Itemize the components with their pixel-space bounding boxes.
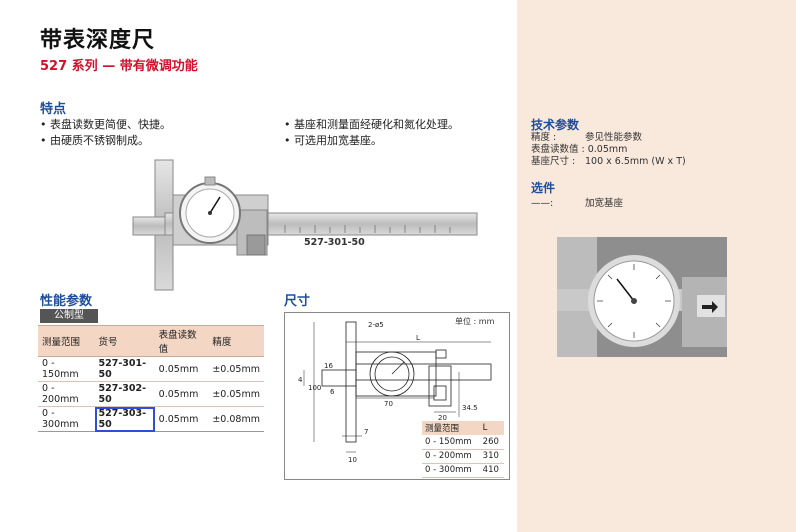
length-cell: 260 [479, 435, 504, 450]
features-left: • 表盘读数更简便、快捷。 • 由硬质不锈钢制成。 [40, 117, 171, 149]
table-row: 0 - 200mm 527-302-50 0.05mm ±0.05mm [38, 381, 264, 407]
length-cell: 410 [479, 463, 504, 478]
feature-item: • 基座和测量面经硬化和氮化处理。 [284, 118, 459, 131]
col-header: 测量范围 [422, 421, 480, 435]
performance-table: 测量范围 货号 表盘读数值 精度 0 - 150mm 527-301-50 0.… [38, 325, 264, 432]
col-header: 货号 [94, 325, 155, 357]
dial-closeup-image [557, 237, 727, 357]
dim-label: 2-ø5 [368, 321, 384, 329]
depth-gauge-image [132, 159, 478, 291]
options-dash: ——: [531, 198, 554, 209]
dim-label: L [416, 334, 420, 342]
range-cell: 0 - 150mm [422, 435, 480, 450]
tech-key: 精度 : [531, 132, 557, 143]
tech-value: 参见性能参数 [585, 132, 643, 143]
performance-heading: 性能参数 [40, 294, 93, 309]
range-cell: 0 - 300mm [422, 463, 480, 478]
code-cell[interactable]: 527-302-50 [94, 381, 155, 407]
dim-label: 10 [348, 456, 357, 464]
table-row: 0 - 150mm 260 [422, 435, 504, 450]
table-row: 0 - 300mm 410 [422, 463, 504, 478]
range-cell: 0 - 200mm [38, 381, 95, 407]
table-row: 0 - 200mm 310 [422, 449, 504, 464]
metric-tag: 公制型 [40, 309, 98, 323]
dim-label: 6 [330, 388, 335, 396]
dim-label: 7 [364, 428, 368, 436]
accuracy-cell: ±0.08mm [208, 406, 264, 432]
accuracy-cell: ±0.05mm [208, 381, 264, 407]
range-cell: 0 - 200mm [422, 449, 480, 464]
tech-row: 精度 : 参见性能参数 [531, 132, 686, 144]
reading-cell: 0.05mm [154, 406, 209, 432]
table-row: 0 - 150mm 527-301-50 0.05mm ±0.05mm [38, 356, 264, 382]
tech-key: 基座尺寸 : [531, 156, 576, 167]
col-header: 测量范围 [38, 325, 95, 357]
dim-label: 34.5 [462, 404, 478, 412]
options-heading: 选件 [531, 181, 556, 195]
options-row: ——: 加宽基座 [531, 195, 623, 209]
col-header: L [479, 421, 504, 435]
length-cell: 310 [479, 449, 504, 464]
code-cell[interactable]: 527-301-50 [94, 356, 155, 382]
dim-label: 20 [438, 414, 447, 422]
tech-value: 100 x 6.5mm (W x T) [585, 156, 686, 167]
dim-label: 100 [308, 384, 321, 392]
tech-list: 精度 : 参见性能参数 表盘读数值 : 0.05mm 基座尺寸 : 100 x 6.… [531, 132, 686, 168]
range-cell: 0 - 300mm [38, 406, 95, 432]
reading-cell: 0.05mm [154, 356, 209, 382]
dim-label: 16 [324, 362, 333, 370]
features-heading: 特点 [40, 102, 67, 117]
dimensions-heading: 尺寸 [284, 294, 311, 309]
features-right: • 基座和测量面经硬化和氮化处理。 • 可选用加宽基座。 [284, 117, 459, 149]
tech-row: 基座尺寸 : 100 x 6.5mm (W x T) [531, 156, 686, 168]
tech-row: 表盘读数值 : 0.05mm [531, 144, 686, 156]
feature-item: • 表盘读数更简便、快捷。 [40, 118, 171, 131]
page-title: 带表深度尺 [40, 28, 156, 53]
dimension-drawing: 2-ø5 L 4 100 16 6 70 20 34.5 7 10 [298, 321, 492, 464]
range-cell: 0 - 150mm [38, 356, 95, 382]
col-header: 精度 [208, 325, 264, 357]
tech-key: 表盘读数值 : 0.05mm [531, 144, 628, 155]
table-row: 0 - 300mm 527-303-50 0.05mm ±0.08mm [38, 406, 264, 432]
dimensions-table: 测量范围 L 0 - 150mm 260 0 - 200mm 310 0 - 3… [422, 421, 504, 478]
dim-label: 4 [298, 376, 303, 384]
accuracy-cell: ±0.05mm [208, 356, 264, 382]
feature-item: • 可选用加宽基座。 [284, 134, 382, 147]
product-image-label: 527-301-50 [304, 237, 365, 248]
table-header-row: 测量范围 货号 表盘读数值 精度 [38, 325, 264, 357]
reading-cell: 0.05mm [154, 381, 209, 407]
feature-item: • 由硬质不锈钢制成。 [40, 134, 149, 147]
tech-heading: 技术参数 [531, 118, 580, 132]
dim-label: 70 [384, 400, 393, 408]
col-header: 表盘读数值 [154, 325, 209, 357]
page-subtitle: 527 系列 — 带有微调功能 [40, 59, 198, 74]
options-item: 加宽基座 [585, 198, 624, 209]
unit-label: 单位 : mm [455, 317, 495, 326]
code-cell-selected[interactable]: 527-303-50 [94, 406, 155, 432]
table-header-row: 测量范围 L [422, 421, 504, 435]
